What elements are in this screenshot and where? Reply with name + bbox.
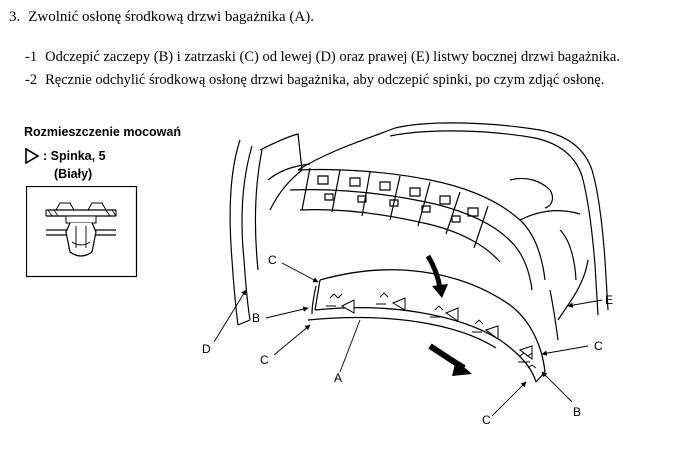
callout-c-right: C [594,339,603,353]
callout-c-bottom: C [482,413,491,427]
substep-1: -1 Odczepić zaczepy (B) i zatrzaski (C) o… [25,49,620,66]
substep-2: -2 Ręcznie odchylić środkową osłonę drzwi… [25,72,604,89]
legend-clip-color: (Biały) [54,167,93,181]
callout-b-left: B [252,311,260,325]
clip-detail-marks [326,292,537,369]
callout-c-top-left: C [268,253,277,267]
step-title-text: Zwolnić osłonę środkową drzwi bagażnika … [28,9,314,25]
substep-1-index: -1 [25,49,38,65]
triangle-outline-icon [25,148,40,164]
legend-clip-label: : Spinka, 5 [43,149,106,163]
substep-1-text: Odczepić zaczepy (B) i zatrzaski (C) od … [45,49,620,65]
callout-e: E [605,293,613,307]
legend-title: Rozmieszczenie mocowań [24,125,181,139]
step-number: 3. [9,9,21,25]
tailgate-diagram: C B C D A E C B C [202,122,613,427]
callout-b-right: B [573,405,581,419]
callout-d: D [202,342,211,356]
legend-clip-row: : Spinka, 5 [24,148,106,164]
callout-c-lower-left: C [260,353,269,367]
substep-2-text: Ręcznie odchylić środkową osłonę drzwi b… [45,72,605,88]
callout-a: A [334,371,342,385]
leader-lines [213,262,603,417]
substep-2-index: -2 [25,72,38,88]
callout-labels: C B C D A E C B C [202,253,613,427]
step-title: 3. Zwolnić osłonę środkową drzwi bagażnik… [9,9,314,26]
clip-detail-illustration [26,186,138,278]
removal-arrows [425,254,472,376]
tailgate-outline [229,122,609,383]
